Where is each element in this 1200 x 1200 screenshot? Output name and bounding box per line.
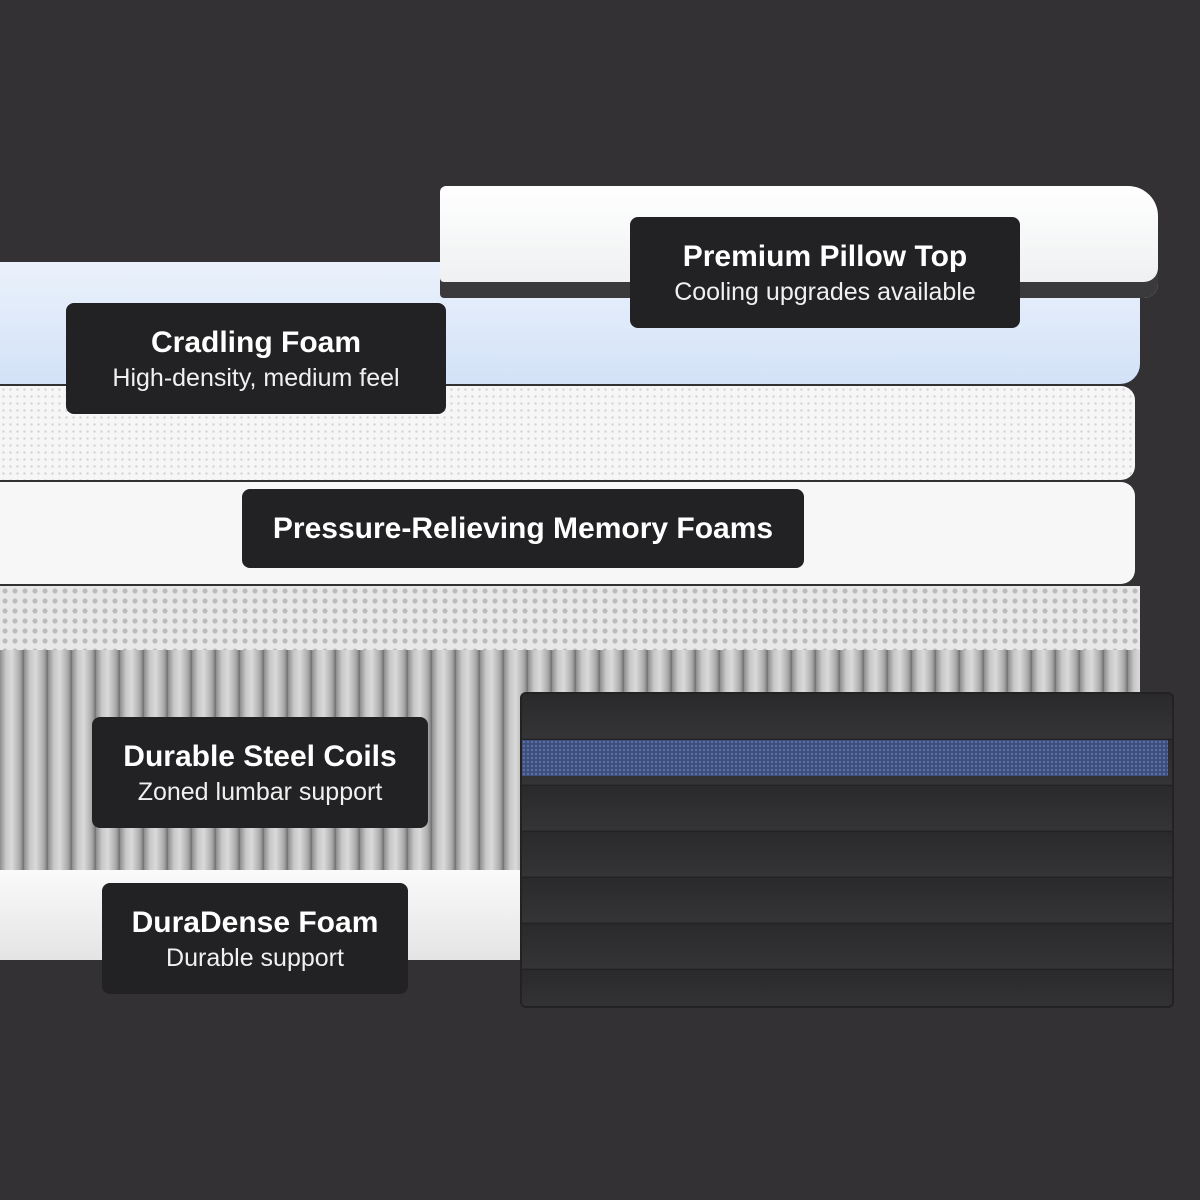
label-title: Durable Steel Coils [123,739,397,773]
label-title: DuraDense Foam [131,905,379,939]
duradense-foam-label: DuraDense Foam Durable support [102,883,408,994]
label-subtitle: Zoned lumbar support [137,777,383,806]
label-title: Pressure-Relieving Memory Foams [272,511,774,545]
steel-coils-label: Durable Steel Coils Zoned lumbar support [92,717,428,828]
label-subtitle: High-density, medium feel [112,363,400,392]
label-subtitle: Cooling upgrades available [674,277,976,306]
coil-top-layer [0,586,1140,656]
label-title: Cradling Foam [150,325,361,359]
cradling-foam-label: Cradling Foam High-density, medium feel [66,303,446,414]
label-subtitle: Durable support [166,943,344,972]
pillow-top-label: Premium Pillow Top Cooling upgrades avai… [630,217,1020,328]
label-title: Premium Pillow Top [682,239,968,273]
mattress-cutaway-blue-band [522,740,1168,776]
memory-foams-label: Pressure-Relieving Memory Foams [242,489,804,568]
